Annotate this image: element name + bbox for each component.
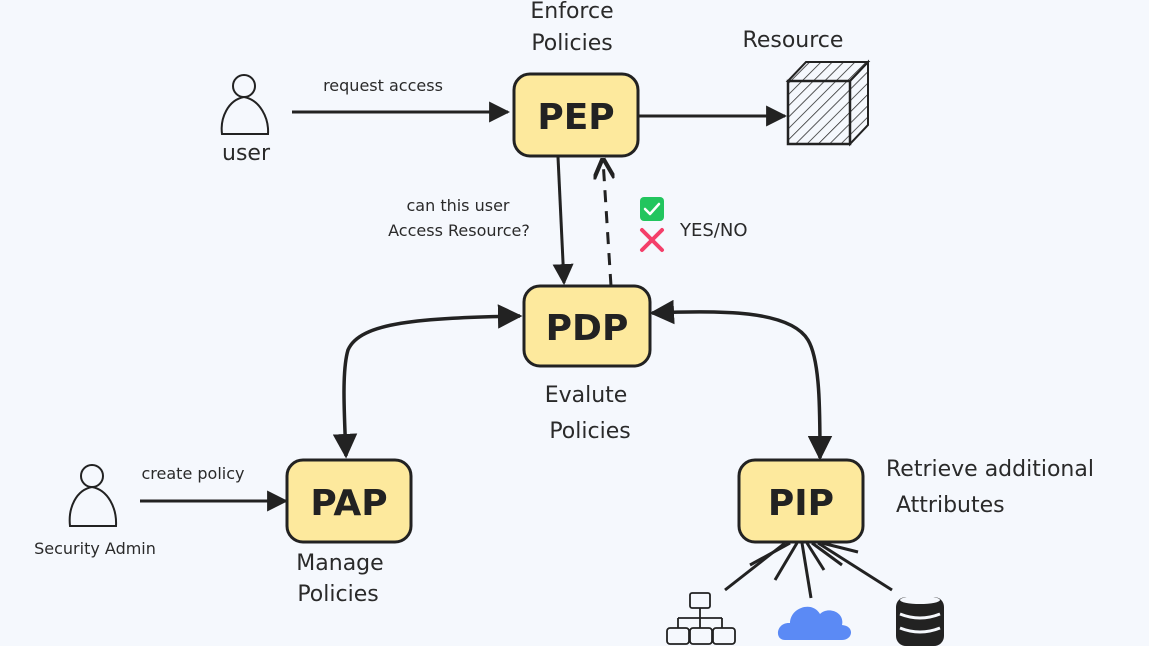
node-pep-label: PEP (537, 97, 614, 138)
pip-caption-line1: Retrieve additional (886, 457, 1094, 482)
node-pep[interactable]: PEP (512, 72, 640, 158)
edge-pep-to-pdp (552, 156, 574, 286)
user-label: user (222, 141, 271, 166)
person-icon (220, 74, 270, 135)
security-admin-actor[interactable]: Security Admin (34, 464, 156, 558)
create-policy-label: create policy (142, 464, 245, 483)
node-pap-label: PAP (310, 483, 387, 524)
node-pip[interactable]: PIP (737, 458, 865, 544)
node-pdp-label: PDP (546, 308, 629, 349)
database-icon (896, 596, 944, 646)
check-icon (640, 197, 664, 221)
user-actor[interactable]: user (220, 74, 271, 166)
node-pip-label: PIP (768, 483, 834, 524)
pip-caption-line2: Attributes (896, 493, 1005, 518)
person-icon (68, 464, 118, 527)
node-pap[interactable]: PAP (285, 458, 413, 544)
pdp-caption-line2: Policies (549, 419, 630, 444)
request-access-label: request access (323, 76, 443, 95)
pap-caption-line2: Policies (297, 582, 378, 607)
security-admin-label: Security Admin (34, 539, 156, 558)
edge-pdp-pip (649, 299, 833, 461)
edge-pdp-pap (332, 304, 523, 459)
hierarchy-icon (666, 592, 736, 645)
cloud-icon (777, 606, 852, 640)
cross-icon (640, 228, 664, 252)
query-label-line2: Access Resource? (388, 221, 530, 240)
node-pdp[interactable]: PDP (522, 284, 652, 368)
resource[interactable]: Resource (743, 28, 871, 147)
resource-label: Resource (743, 28, 844, 53)
pdp-caption-line1: Evalute (545, 383, 628, 408)
pep-caption-line2: Policies (531, 31, 612, 56)
pap-caption-line1: Manage (296, 551, 383, 576)
pip-source-connectors (724, 541, 893, 599)
cube-icon (785, 59, 871, 147)
pep-caption-line1: Enforce (530, 0, 613, 24)
edge-pdp-to-pep-decision (603, 160, 611, 287)
yes-no-label: YES/NO (679, 220, 748, 241)
query-label-line1: can this user (406, 196, 509, 215)
